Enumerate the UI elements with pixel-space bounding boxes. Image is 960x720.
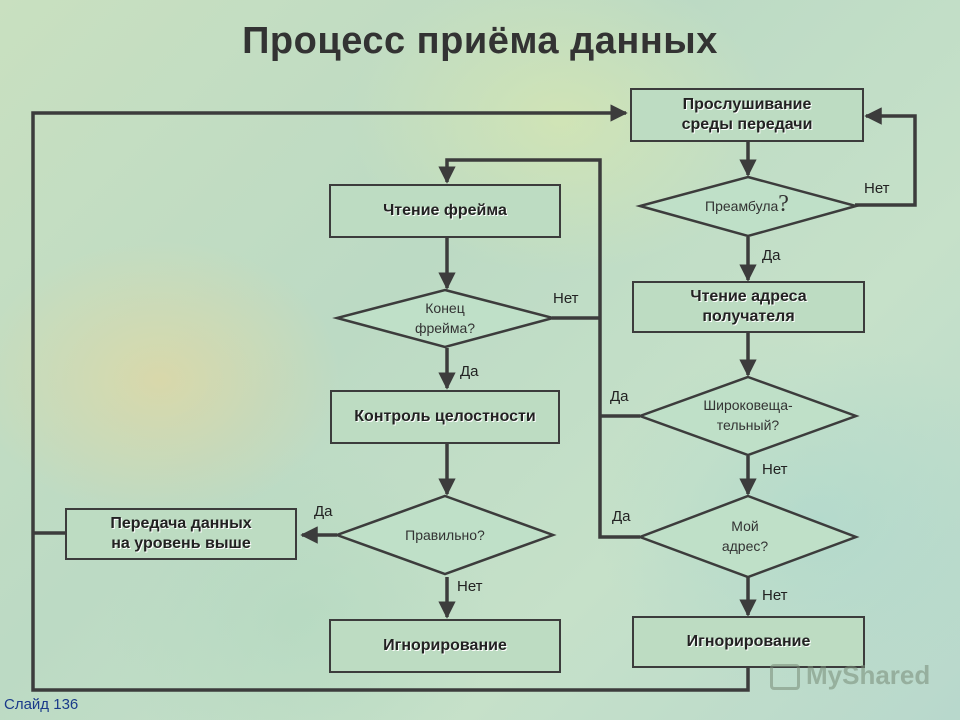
box-pass-up: Передача данных на уровень выше xyxy=(65,508,297,560)
diamond-my-address xyxy=(636,494,860,579)
box-read-frame: Чтение фрейма xyxy=(329,184,561,238)
frame-end-line1: Конец xyxy=(425,300,465,316)
broadcast-line2: тельный? xyxy=(716,417,780,434)
box-read-frame-label: Чтение фрейма xyxy=(383,202,507,219)
box-pass-up-line1: Передача данных xyxy=(110,515,252,532)
edge-return-loop xyxy=(31,104,750,692)
box-listen-line1: Прослушивание xyxy=(682,96,812,113)
box-read-address: Чтение адреса получателя xyxy=(632,281,865,333)
diamond-broadcast xyxy=(636,375,860,457)
box-integrity-check: Контроль целостности xyxy=(330,390,560,444)
my-address-line1: Мой xyxy=(731,518,759,534)
label-my-address-yes: Да xyxy=(612,508,631,525)
diamond-frame-end xyxy=(332,288,558,349)
edge-myaddr-yes xyxy=(438,158,640,539)
preamble-question: ? xyxy=(778,191,789,217)
preamble-text: Преамбула xyxy=(705,198,779,214)
box-ignore-right: Игнорирование xyxy=(632,616,865,668)
box-listen-medium: Прослушивание среды передачи xyxy=(630,88,864,142)
box-ignore-left-label: Игнорирование xyxy=(383,637,507,654)
diamond-correct-label: Правильно? xyxy=(385,525,505,545)
box-ignore-right-label: Игнорирование xyxy=(686,633,811,650)
label-preamble-yes: Да xyxy=(762,247,781,264)
my-address-line2: адрес? xyxy=(721,538,769,555)
label-broadcast-yes: Да xyxy=(610,388,629,405)
label-frame-end-yes: Да xyxy=(460,363,479,380)
box-read-address-line1: Чтение адреса xyxy=(690,288,807,305)
diamond-broadcast-label: Широковеща- тельный? xyxy=(678,395,818,436)
box-integrity-label: Контроль целостности xyxy=(354,408,536,425)
diamond-correct xyxy=(333,494,557,576)
diamond-preamble xyxy=(635,175,861,238)
label-correct-yes: Да xyxy=(314,503,333,520)
watermark-logo-icon xyxy=(770,664,800,690)
label-preamble-no: Нет xyxy=(864,180,890,197)
broadcast-line1: Широковеща- xyxy=(703,397,793,413)
diamond-preamble-label: Преамбула? xyxy=(672,192,822,216)
slide-number: Слайд 136 xyxy=(4,696,79,713)
box-ignore-left: Игнорирование xyxy=(329,619,561,673)
label-broadcast-no: Нет xyxy=(762,461,788,478)
box-listen-line2: среды передачи xyxy=(681,116,813,133)
page-title: Процесс приёма данных xyxy=(242,20,718,62)
watermark-text: MyShared xyxy=(806,660,931,690)
label-correct-no: Нет xyxy=(457,578,483,595)
frame-end-line2: фрейма? xyxy=(414,320,476,337)
diamond-frame-end-label: Конец фрейма? xyxy=(385,298,505,339)
diamond-my-address-label: Мой адрес? xyxy=(690,516,800,557)
correct-text: Правильно? xyxy=(405,527,485,543)
box-pass-up-line2: на уровень выше xyxy=(111,535,251,552)
edge-preamble-no-loop xyxy=(855,107,917,207)
label-my-address-no: Нет xyxy=(762,587,788,604)
box-read-address-line2: получателя xyxy=(702,308,795,325)
label-frame-end-no: Нет xyxy=(553,290,579,307)
